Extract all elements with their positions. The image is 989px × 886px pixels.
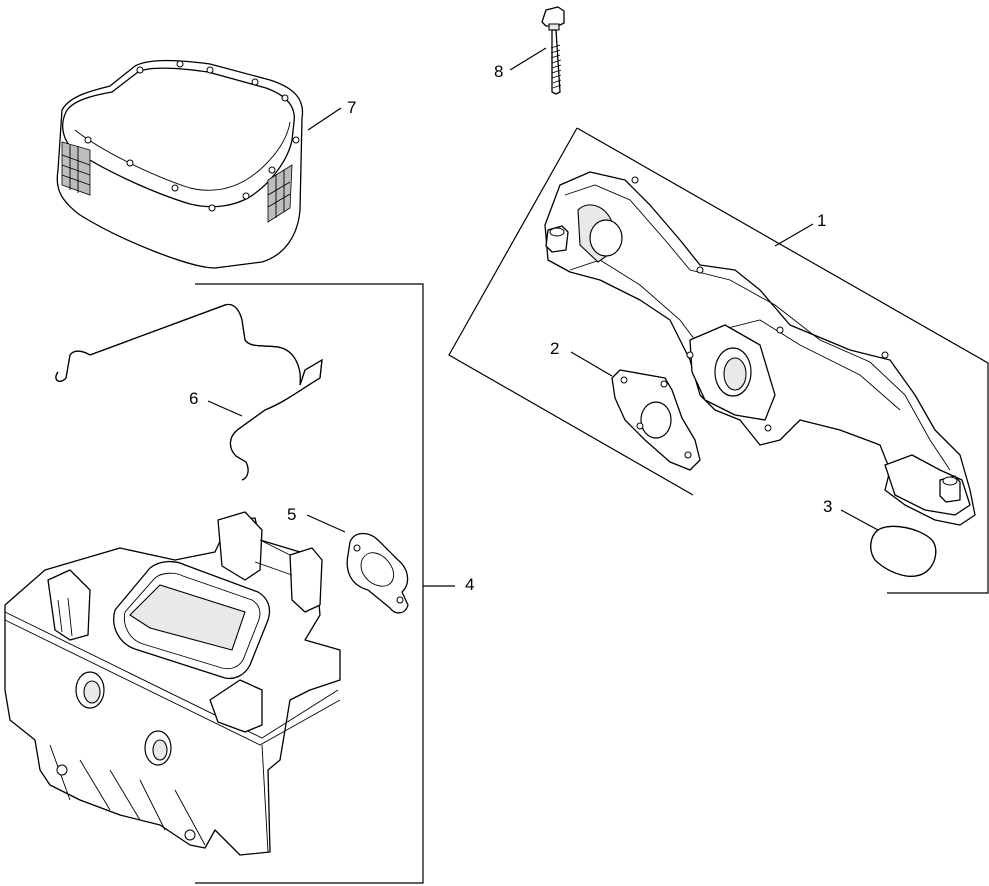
part-7-air-filter[interactable] bbox=[56, 59, 304, 269]
part-1-intake-manifold[interactable] bbox=[544, 171, 976, 526]
callout-3: 3 bbox=[823, 497, 832, 516]
part-3-o-ring[interactable] bbox=[870, 525, 937, 577]
callout-7: 7 bbox=[347, 98, 356, 117]
callout-6: 6 bbox=[189, 389, 198, 408]
callout-5: 5 bbox=[287, 505, 296, 524]
part-5-base-gasket[interactable] bbox=[346, 532, 409, 614]
part-6-bail-wire[interactable] bbox=[55, 303, 323, 481]
callout-1: 1 bbox=[817, 211, 826, 230]
part-2-manifold-gasket[interactable] bbox=[611, 369, 701, 471]
part-4-air-cleaner-base[interactable] bbox=[4, 511, 341, 856]
part-8-bolt[interactable] bbox=[541, 6, 565, 95]
group-bracket-1 bbox=[448, 127, 694, 496]
callout-8: 8 bbox=[494, 62, 503, 81]
callout-4: 4 bbox=[465, 575, 474, 594]
callout-2: 2 bbox=[550, 339, 559, 358]
group-bracket-4 bbox=[195, 283, 424, 884]
leader-lines bbox=[207, 47, 879, 587]
